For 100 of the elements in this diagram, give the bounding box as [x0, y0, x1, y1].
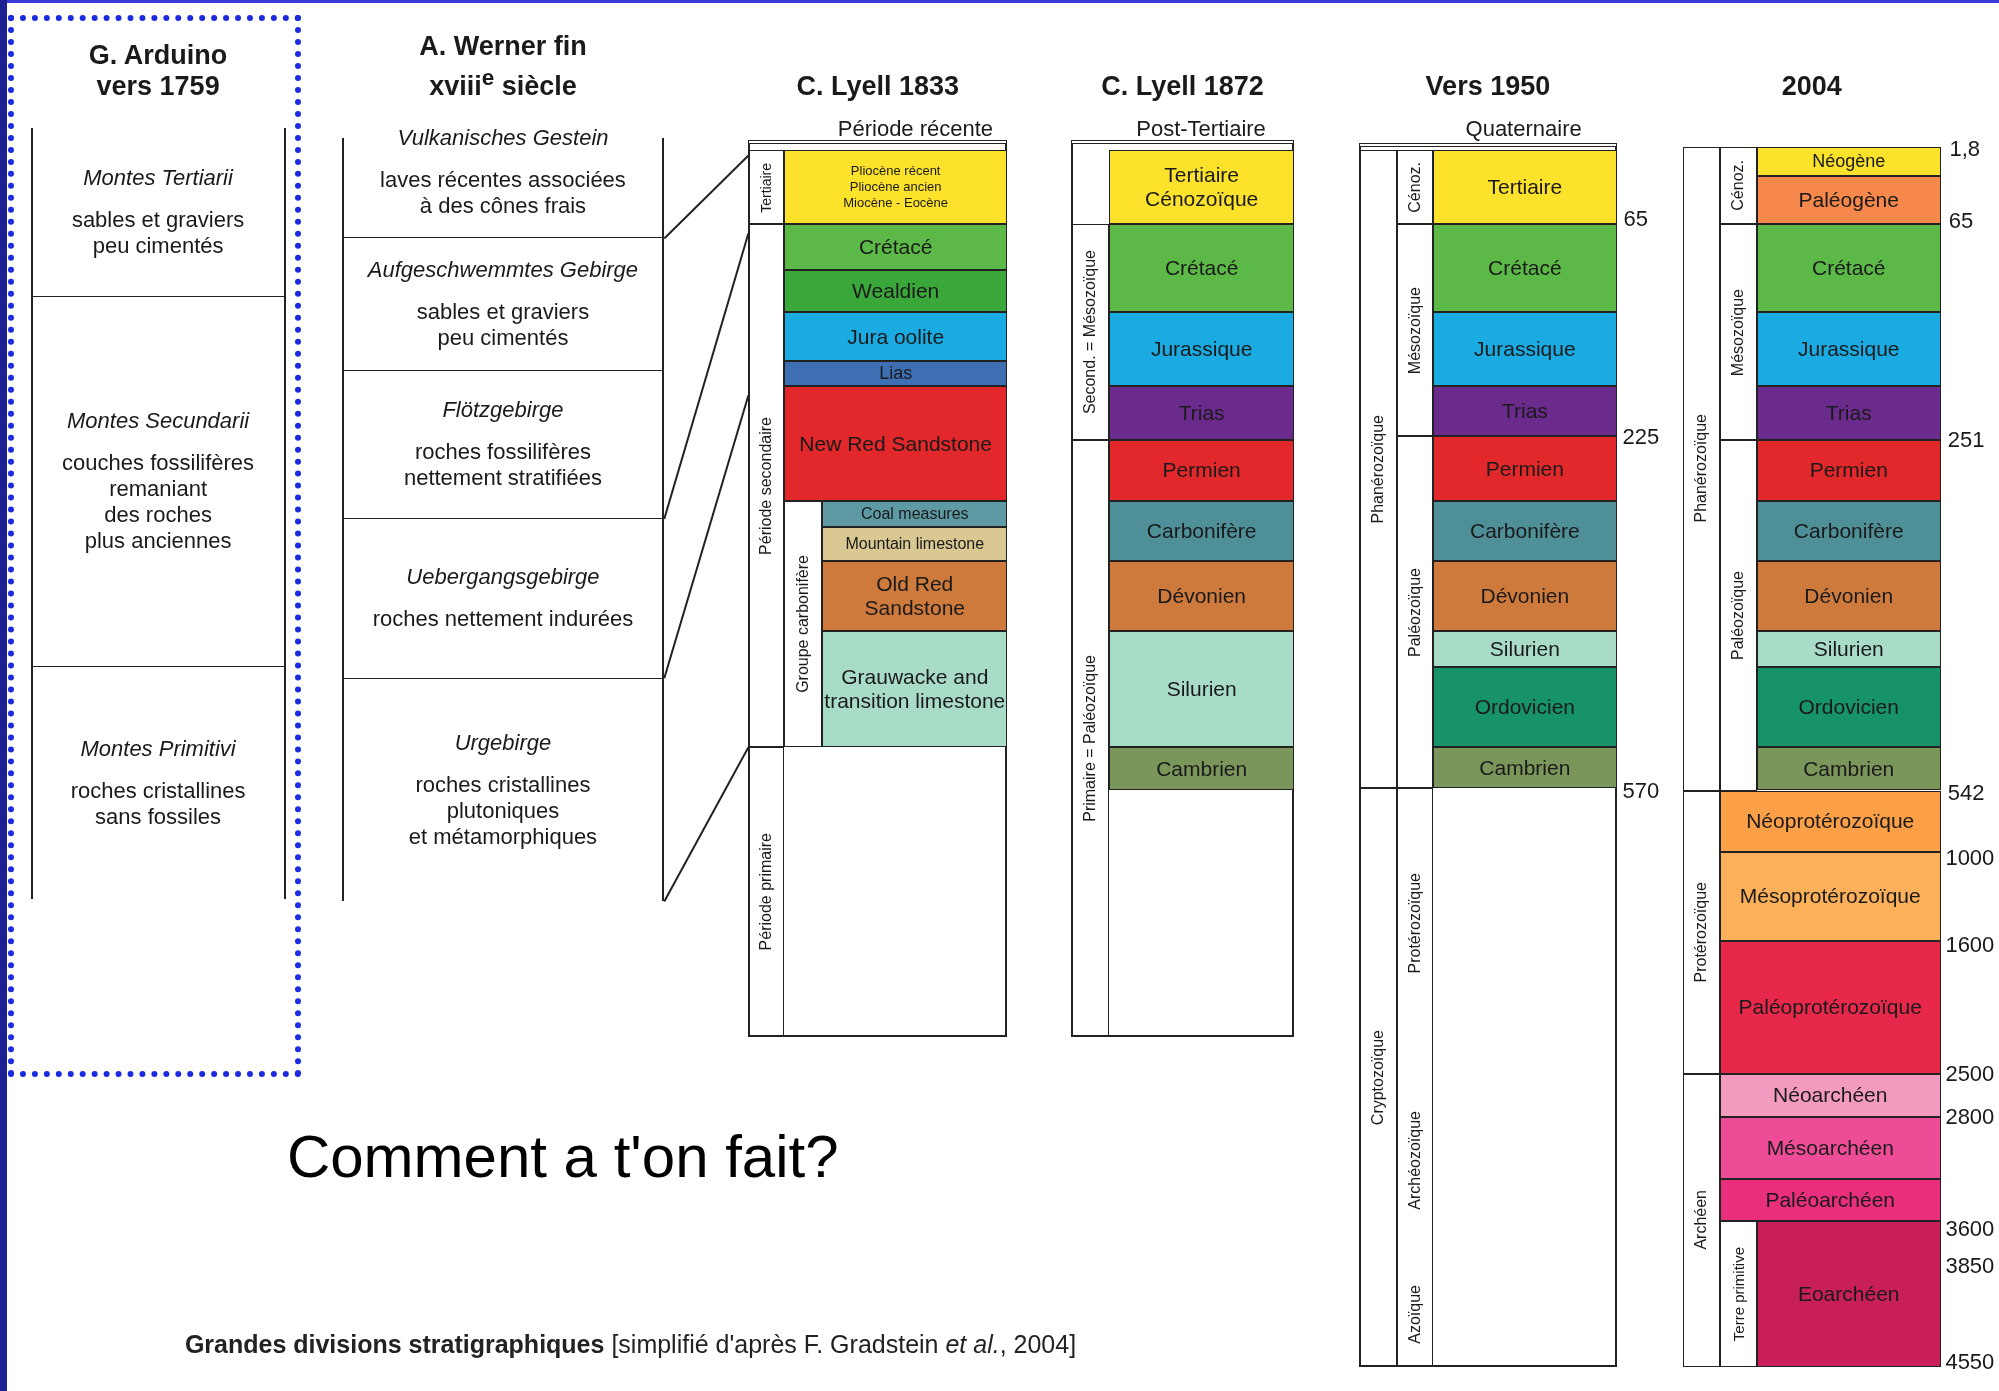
era-label: Protérozoïque [1693, 881, 1710, 983]
period-label: Trias [1825, 401, 1872, 426]
unit-name: Montes Primitivi [80, 735, 236, 762]
unit-description: laves récentes associées à des cônes frais [379, 167, 627, 220]
period-cell [1756, 631, 1941, 667]
scale-label: 65 [1948, 207, 1974, 234]
period-label: Trias [1178, 401, 1225, 426]
period-cell [1433, 501, 1617, 561]
era-label: Paléozoïque [1407, 567, 1424, 657]
era-label: Phanérozoïque [1693, 414, 1710, 523]
period-label: Ordovicien [1474, 694, 1576, 719]
unit-name: Urgebirge [454, 730, 552, 757]
era-band [1397, 150, 1434, 225]
period-cell [1433, 386, 1617, 437]
period-cell [1109, 312, 1295, 387]
scale-label: 65 [1623, 206, 1649, 233]
period-label: Dévonien [1157, 584, 1247, 609]
scale-label: 1000 [1945, 845, 1995, 872]
era-label: Phanérozoïque [1370, 414, 1387, 524]
scale-label: 1600 [1945, 931, 1995, 958]
unit-description: roches cristallines plutoniques et métamorphiques [407, 772, 599, 851]
correlation-line [663, 232, 750, 520]
period-cell [1756, 1221, 1941, 1367]
era-band [1397, 787, 1434, 1059]
era-band [748, 747, 785, 1037]
era-band [784, 501, 823, 748]
period-cell [1756, 666, 1941, 748]
era-band [748, 150, 785, 225]
period-label: Silurien [1813, 636, 1884, 661]
period-label: Crétacé [1811, 256, 1886, 281]
period-label: Silurien [1166, 677, 1237, 702]
period-label: Cambrien [1479, 755, 1571, 780]
period-label: Miocène - Eocène [843, 195, 949, 212]
era-label: Archéen [1693, 1190, 1710, 1250]
period-cell [784, 360, 1008, 387]
unit-description: couches fossilifères remaniant des roches plus anciennes [61, 450, 256, 555]
period-label: Crétacé [1164, 256, 1239, 281]
era-label: Primaire = Paléozoïque [1082, 654, 1099, 822]
period-cell [1433, 436, 1617, 502]
unit-description: sables et graviers peu cimentés [70, 206, 246, 259]
period-cell [1109, 224, 1295, 313]
period-cell [822, 526, 1008, 561]
period-label: Permien [1485, 456, 1564, 481]
era-band [1359, 787, 1398, 1367]
period-label: Néogène [1812, 150, 1886, 172]
correlation-line [663, 746, 750, 903]
unit-description: roches nettement indurées [371, 606, 635, 633]
period-label: Paléoarchéen [1765, 1188, 1896, 1213]
era-label: Second. = Mésozoïque [1082, 250, 1099, 415]
period-label: New Red Sandstone [799, 431, 992, 456]
period-cell [1109, 631, 1295, 748]
scale-label: 251 [1947, 426, 1985, 453]
scale-label: 225 [1622, 424, 1660, 451]
scale-label: Quaternaire [1465, 115, 1582, 142]
era-band [1683, 1073, 1720, 1367]
era-label: Période secondaire [758, 416, 775, 555]
era-band [1397, 224, 1434, 437]
period-label: Mésoarchéen [1766, 1136, 1894, 1161]
column-header: G. Arduino vers 1759 [87, 39, 229, 102]
period-label: Pliocène ancien [849, 179, 942, 196]
era-label: Protérozoïque [1407, 873, 1424, 974]
period-label: Lias [879, 363, 913, 385]
unit-name: Uebergangsgebirge [406, 564, 600, 591]
period-cell [1719, 851, 1941, 941]
period-label: Tertiaire [1487, 175, 1563, 200]
period-cell [1719, 790, 1941, 852]
scale-label: 542 [1947, 780, 1985, 807]
period-label: Coal measures [861, 504, 969, 524]
period-label: Mountain limestone [845, 534, 985, 554]
column-header: C. Lyell 1833 [795, 70, 961, 102]
era-band [1397, 1058, 1434, 1263]
era-band [1683, 790, 1720, 1074]
era-label: Cryptozoïque [1370, 1029, 1387, 1125]
period-cell [1433, 747, 1617, 788]
period-cell [1109, 501, 1295, 561]
period-cell [1719, 1073, 1941, 1117]
period-label: Permien [1162, 458, 1241, 483]
period-cell [1719, 1116, 1941, 1180]
period-cell [1756, 501, 1941, 561]
correlation-line [663, 154, 750, 240]
period-label: Néoprotérozoïque [1746, 809, 1915, 834]
period-cell [1756, 561, 1941, 632]
period-label: Permien [1809, 458, 1888, 483]
period-cell [1109, 386, 1295, 440]
era-band [1719, 224, 1757, 440]
period-label: Grauwacke and transition limestone [823, 665, 1007, 714]
period-cell [784, 270, 1008, 313]
era-band [1397, 1262, 1434, 1367]
column-header: Vers 1950 [1424, 70, 1552, 102]
period-cell [1756, 312, 1941, 387]
period-cell [1109, 439, 1295, 502]
period-label: Paléogène [1798, 188, 1899, 213]
unit-name: Montes Tertiarii [83, 164, 233, 191]
period-label: Carbonifère [1146, 519, 1257, 543]
period-cell [1109, 747, 1295, 791]
unit-name: Montes Secundarii [67, 408, 250, 435]
unit-description: roches cristallines sans fossiles [69, 777, 247, 830]
correlation-line [663, 394, 750, 680]
period-cell [1719, 1179, 1941, 1222]
period-label: Jurassique [1474, 337, 1576, 362]
